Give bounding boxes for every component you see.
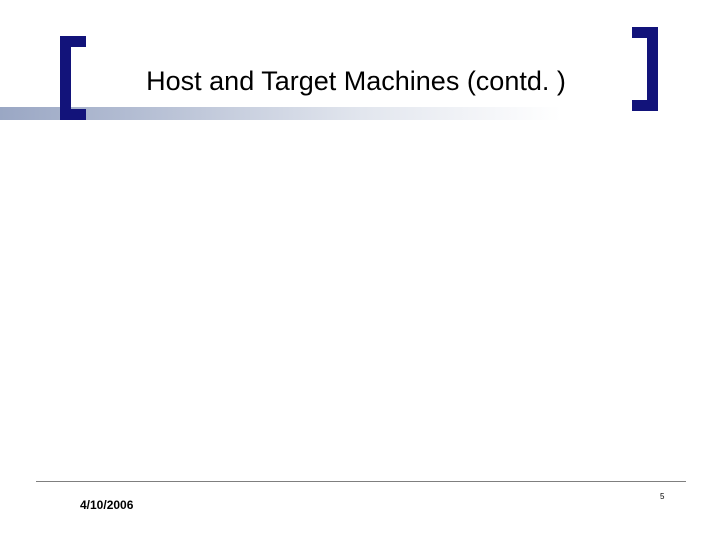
title-gradient-rule xyxy=(0,107,660,120)
slide-content-area xyxy=(60,150,660,470)
right-bracket-decoration xyxy=(632,27,658,111)
left-bracket-decoration xyxy=(60,36,86,120)
footer-page-number: 5 xyxy=(660,492,665,501)
footer-date: 4/10/2006 xyxy=(80,498,134,512)
title-zone: Host and Target Machines (contd. ) xyxy=(0,0,720,140)
footer-divider xyxy=(36,481,686,482)
slide-title: Host and Target Machines (contd. ) xyxy=(146,66,566,96)
